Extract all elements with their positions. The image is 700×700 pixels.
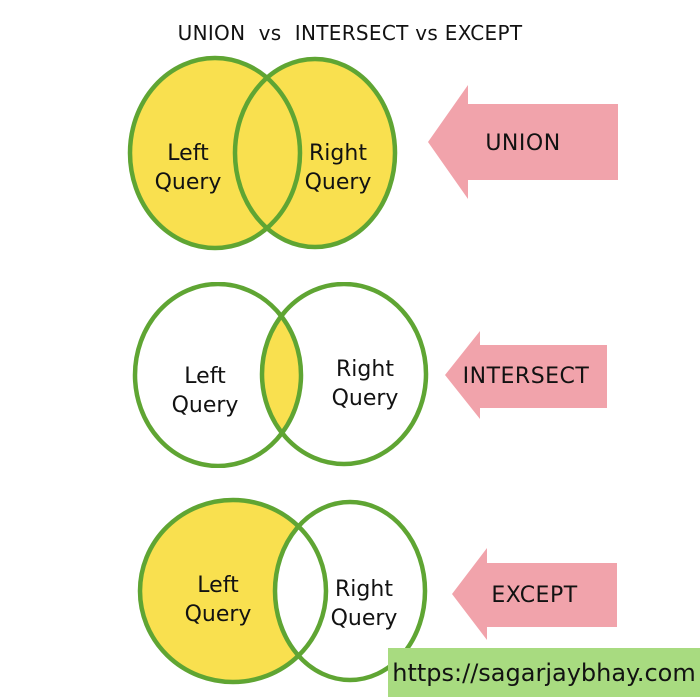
label-line: Query: [171, 393, 239, 418]
union-right-circle-outline: [232, 56, 398, 250]
label-line: Query: [184, 602, 252, 627]
arrow-shape: [428, 85, 618, 199]
arrow-shape: [445, 331, 607, 419]
except-left-circle-label: Left Query: [185, 571, 252, 629]
label-line: Left: [184, 364, 226, 389]
label-line: Left: [167, 141, 209, 166]
label-line: Query: [154, 170, 222, 195]
except-right-circle-outline: [272, 499, 428, 683]
venn-diagram-intersect: [132, 282, 429, 468]
venn-diagram-except: [137, 497, 428, 685]
union-arrow: UNION: [428, 85, 618, 199]
intersect-right-circle-outline: [259, 282, 429, 467]
intersect-right-circle-fill: [262, 284, 426, 464]
left-arrow-icon: [428, 85, 618, 199]
website-banner: https://sagarjaybhay.com: [388, 648, 700, 697]
label-line: Right: [309, 141, 367, 166]
intersect-right-circle-label: Right Query: [332, 355, 399, 413]
union-right-circle-label: Right Query: [305, 139, 372, 197]
label-line: Query: [331, 386, 399, 411]
intersect-left-circle-fill: [135, 284, 301, 466]
intersect-left-circle-label: Left Query: [172, 362, 239, 420]
except-right-circle-label: Right Query: [331, 575, 398, 633]
website-url: https://sagarjaybhay.com: [392, 658, 696, 687]
union-arrow-label: UNION: [485, 131, 561, 156]
label-line: Right: [336, 357, 394, 382]
left-arrow-icon: [445, 331, 607, 419]
label-line: Query: [304, 170, 372, 195]
union-right-circle-fill: [235, 59, 395, 247]
left-arrow-icon: [452, 548, 617, 640]
intersect-left-circle-outline: [132, 282, 304, 468]
except-arrow: EXCEPT: [452, 548, 617, 640]
union-left-circle-label: Left Query: [155, 139, 222, 197]
label-line: Query: [330, 606, 398, 631]
label-line: Left: [197, 573, 239, 598]
label-line: Right: [335, 577, 393, 602]
diagram-title: UNION vs INTERSECT vs EXCEPT: [177, 21, 523, 45]
except-left-circle-outline: [137, 497, 329, 685]
intersect-arrow: INTERSECT: [445, 331, 607, 419]
except-left-circle-fill: [140, 500, 326, 682]
venn-diagram-union: [127, 55, 398, 251]
except-arrow-label: EXCEPT: [491, 583, 578, 608]
union-left-circle-outline: [127, 55, 303, 251]
intersect-arrow-label: INTERSECT: [462, 364, 590, 389]
arrow-shape: [452, 548, 617, 640]
